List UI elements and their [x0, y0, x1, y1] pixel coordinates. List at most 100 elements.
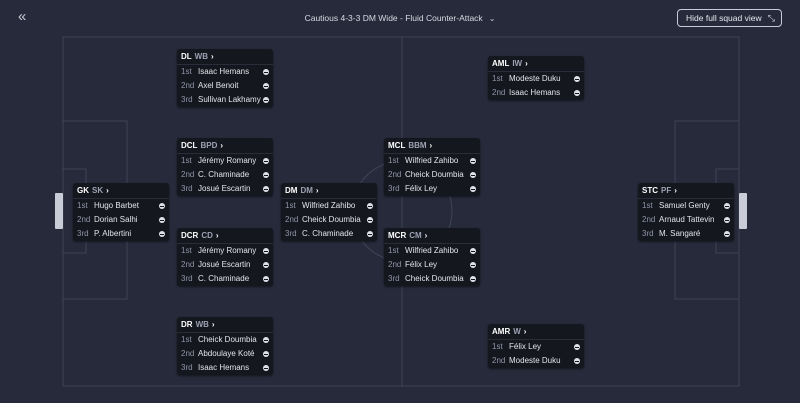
remove-circle-icon[interactable] [263, 351, 269, 357]
player-name: C. Chaminade [198, 274, 250, 283]
right-goal [739, 193, 747, 229]
remove-circle-icon[interactable] [470, 172, 476, 178]
remove-circle-icon[interactable] [159, 217, 165, 223]
remove-circle-icon[interactable] [263, 262, 269, 268]
remove-circle-icon[interactable] [263, 365, 269, 371]
remove-circle-icon[interactable] [574, 90, 580, 96]
remove-circle-icon[interactable] [367, 203, 373, 209]
remove-circle-icon[interactable] [263, 172, 269, 178]
player-rank: 2nd [642, 215, 656, 224]
remove-circle-icon[interactable] [367, 217, 373, 223]
remove-circle-icon[interactable] [263, 337, 269, 343]
remove-circle-icon[interactable] [263, 186, 269, 192]
remove-circle-icon[interactable] [367, 231, 373, 237]
player-rank: 2nd [181, 349, 195, 358]
player-name: Axel Benoit [198, 81, 239, 90]
remove-circle-icon[interactable] [263, 83, 269, 89]
player-rank: 2nd [388, 170, 402, 179]
player-rank: 3rd [77, 229, 89, 238]
remove-circle-icon[interactable] [263, 276, 269, 282]
tactic-selector[interactable]: Cautious 4-3-3 DM Wide - Fluid Counter-A… [0, 13, 800, 23]
chevron-right-icon: › [211, 320, 215, 329]
role-code: SK [92, 186, 104, 195]
remove-circle-icon[interactable] [470, 186, 476, 192]
player-row[interactable]: 3rd M. Sangaré [638, 227, 734, 241]
remove-circle-icon[interactable] [574, 344, 580, 350]
remove-circle-icon[interactable] [470, 248, 476, 254]
remove-circle-icon[interactable] [263, 248, 269, 254]
player-name: Cheick Doumbia [405, 274, 464, 283]
remove-circle-icon[interactable] [470, 158, 476, 164]
remove-circle-icon[interactable] [263, 97, 269, 103]
remove-circle-icon[interactable] [470, 262, 476, 268]
remove-circle-icon[interactable] [724, 231, 730, 237]
remove-circle-icon[interactable] [159, 203, 165, 209]
player-rank: 1st [181, 67, 192, 76]
remove-circle-icon[interactable] [159, 231, 165, 237]
remove-circle-icon[interactable] [263, 69, 269, 75]
hide-squad-view-label: Hide full squad view [686, 13, 762, 23]
player-name: M. Sangaré [659, 229, 701, 238]
remove-circle-icon[interactable] [263, 158, 269, 164]
player-rank: 2nd [181, 170, 195, 179]
player-rank: 3rd [181, 184, 193, 193]
player-rank: 2nd [388, 260, 402, 269]
remove-circle-icon[interactable] [724, 203, 730, 209]
chevron-right-icon: › [429, 141, 433, 150]
position-code: STC [642, 186, 658, 195]
double-chevron-left-icon[interactable]: « [18, 8, 27, 25]
remove-circle-icon[interactable] [724, 217, 730, 223]
hide-squad-view-button[interactable]: Hide full squad view ⤡ [677, 9, 782, 27]
player-name: C. Chaminade [198, 170, 250, 179]
remove-circle-icon[interactable] [574, 76, 580, 82]
player-name: Dorian Salhi [94, 215, 138, 224]
remove-circle-icon[interactable] [574, 358, 580, 364]
player-rank: 3rd [642, 229, 654, 238]
remove-circle-icon[interactable] [470, 276, 476, 282]
player-name: Félix Ley [405, 184, 438, 193]
role-code: CD [201, 231, 213, 240]
